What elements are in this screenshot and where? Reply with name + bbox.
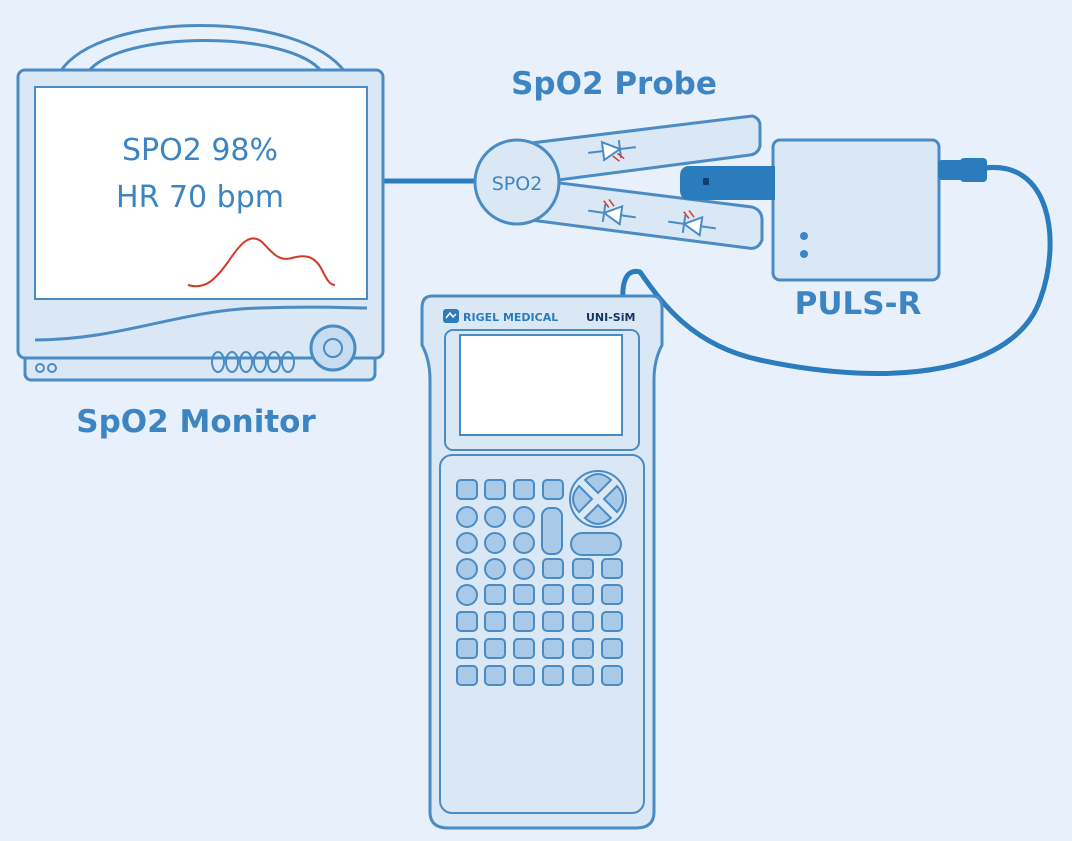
monitor-handle — [58, 24, 347, 73]
keypad-square-key — [601, 638, 623, 659]
probe-hinge-text: SPO2 — [492, 173, 543, 195]
keypad-round-key — [513, 506, 535, 528]
simulator-screen — [459, 334, 623, 436]
keypad-round-key — [456, 532, 478, 554]
dpad-up-button — [583, 473, 613, 495]
keypad-round-key — [456, 506, 478, 528]
monitor-spo2-readout: SPO2 98% — [122, 133, 278, 168]
dpad — [569, 470, 627, 528]
led-diode-icon — [588, 139, 636, 162]
tall-key — [541, 507, 563, 555]
keypad-square-key — [513, 584, 535, 605]
keypad-square-key — [572, 665, 594, 686]
puls-r-device — [680, 138, 987, 282]
photodiode-icon — [588, 198, 636, 226]
puls-r-label: PULS-R — [795, 286, 922, 322]
keypad-round-key — [484, 532, 506, 554]
probe-label: SpO2 Probe — [511, 66, 717, 102]
puls-r-sensor-window — [703, 178, 709, 185]
monitor-handle-inner — [86, 39, 324, 73]
dpad-down-button — [583, 503, 613, 525]
simulator-model: UNI-SiM — [586, 311, 635, 324]
keypad-square-key — [601, 665, 623, 686]
keypad-round-key — [456, 584, 478, 606]
keypad-square-key — [542, 638, 564, 659]
keypad-square-key — [456, 638, 478, 659]
puls-r-indicator-dot — [800, 232, 808, 240]
wide-key — [570, 532, 622, 556]
monitor-knob — [309, 324, 357, 372]
monitor-indicator-light — [47, 363, 57, 373]
monitor-button — [253, 351, 267, 373]
keypad-square-key — [542, 665, 564, 686]
monitor-bezel-curve — [34, 305, 368, 342]
pleth-waveform — [187, 237, 336, 288]
probe-upper-jaw — [513, 114, 762, 187]
keypad-square-key — [601, 611, 623, 632]
probe-hinge — [473, 138, 561, 226]
keypad-square-key — [513, 638, 535, 659]
keypad-square-key — [456, 665, 478, 686]
keypad-round-key — [484, 506, 506, 528]
monitor-hr-readout: HR 70 bpm — [116, 180, 284, 215]
keypad-round-key — [456, 558, 478, 580]
spo2-probe: SPO2 — [473, 114, 764, 250]
puls-r-connector-plug — [960, 158, 987, 182]
monitor-label: SpO2 Monitor — [76, 404, 316, 440]
monitor-indicator-light — [35, 363, 45, 373]
keypad-square-key — [484, 611, 506, 632]
keypad-square-key — [513, 665, 535, 686]
keypad-square-key — [542, 584, 564, 605]
keypad-square-key — [542, 611, 564, 632]
monitor-button — [225, 351, 239, 373]
monitor-screen — [34, 86, 368, 300]
keypad-round-key — [513, 532, 535, 554]
keypad-square-key — [484, 584, 506, 605]
keypad-square-key — [542, 479, 564, 500]
keypad-square-key — [601, 558, 623, 579]
keypad-square-key — [601, 584, 623, 605]
keypad-square-key — [572, 611, 594, 632]
keypad-square-key — [513, 479, 535, 500]
keypad-square-key — [513, 611, 535, 632]
puls-r-body — [771, 138, 941, 282]
keypad-round-key — [513, 558, 535, 580]
monitor-button — [267, 351, 281, 373]
keypad-square-key — [484, 638, 506, 659]
puls-r-indicator-dot — [800, 250, 808, 258]
photodiode-icon — [668, 209, 716, 237]
puls-r-connector — [938, 160, 966, 180]
keypad-square-key — [456, 611, 478, 632]
uni-sim-simulator: RIGEL MEDICAL UNI-SiM — [420, 294, 664, 830]
pulser-simulator-cable — [620, 165, 1053, 376]
keypad-square-key — [484, 665, 506, 686]
dpad-left-button — [572, 484, 594, 514]
monitor-button — [281, 351, 295, 373]
puls-r-finger-insert — [680, 166, 775, 200]
monitor-knob-center — [323, 338, 343, 358]
keypad-square-key — [572, 558, 594, 579]
monitor-button — [211, 351, 225, 373]
keypad-square-key — [456, 479, 478, 500]
rigel-logo-icon — [443, 309, 459, 323]
simulator-brand: RIGEL MEDICAL — [463, 311, 558, 324]
keypad-square-key — [572, 584, 594, 605]
monitor-button — [239, 351, 253, 373]
monitor-buttons — [211, 351, 295, 373]
keypad-square-key — [542, 558, 564, 579]
keypad-round-key — [484, 558, 506, 580]
keypad-square-key — [484, 479, 506, 500]
dpad-right-button — [602, 484, 624, 514]
simulator-keypad — [456, 479, 623, 686]
spo2-monitor: SPO2 98% HR 70 bpm — [16, 24, 385, 382]
dpad-ring — [569, 470, 627, 528]
keypad-square-key — [572, 638, 594, 659]
